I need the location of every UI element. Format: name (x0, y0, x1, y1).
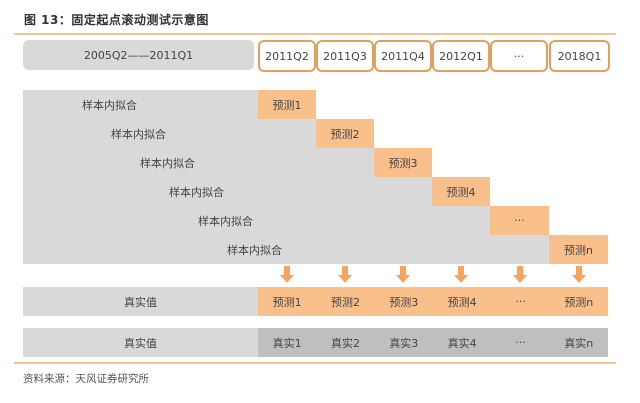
actual-value: 真实1 (272, 336, 302, 350)
quarter-box: 2011Q2 (258, 40, 316, 72)
forecast-cell: 预测n (549, 235, 608, 264)
actual-value: ··· (515, 336, 526, 349)
forecast-row: 真实值 预测1 预测2 预测3 预测4 ··· 预测n (23, 287, 608, 316)
actual-value: 真实n (564, 336, 594, 350)
fit-block (23, 148, 374, 177)
row-label: 真实值 (23, 287, 258, 316)
quarter-box: 2011Q4 (374, 40, 432, 72)
actual-value: 真实2 (330, 336, 360, 350)
forecast-cell: ··· (490, 206, 549, 235)
quarter-box: 2018Q1 (549, 40, 610, 72)
down-arrow-icon (454, 266, 468, 283)
bottom-divider (14, 362, 616, 364)
figure-title: 图 13：固定起点滚动测试示意图 (24, 13, 209, 27)
row-label: 真实值 (23, 328, 258, 357)
fit-block (23, 119, 316, 148)
fit-label: 样本内拟合 (140, 157, 195, 170)
forecast-cell: 预测2 (316, 119, 374, 148)
quarter-box: 2012Q1 (432, 40, 490, 72)
forecast-cell: 预测3 (374, 148, 432, 177)
down-arrow-icon (572, 266, 586, 283)
forecast-cell: 预测4 (432, 177, 490, 206)
actual-value: 真实4 (447, 336, 477, 350)
quarter-box: ··· (490, 40, 548, 72)
quarter-box: 2011Q3 (316, 40, 374, 72)
forecast-value: ··· (515, 295, 526, 308)
fit-block (23, 90, 258, 119)
actual-row: 真实值 真实1 真实2 真实3 真实4 ··· 真实n (23, 328, 608, 357)
forecast-value: 预测1 (272, 295, 302, 309)
fit-label: 样本内拟合 (82, 99, 137, 112)
down-arrow-icon (280, 266, 294, 283)
actual-value: 真实3 (389, 336, 419, 350)
fit-label: 样本内拟合 (169, 186, 224, 199)
fit-block (23, 235, 549, 264)
forecast-value: 预测n (564, 295, 594, 309)
top-divider (14, 33, 616, 35)
fit-label: 样本内拟合 (111, 128, 166, 141)
forecast-value: 预测4 (447, 295, 477, 309)
fit-block (23, 206, 490, 235)
down-arrow-icon (338, 266, 352, 283)
down-arrow-icon (396, 266, 410, 283)
fit-block (23, 177, 432, 206)
source-note: 资料来源：天风证券研究所 (23, 373, 149, 385)
forecast-cell: 预测1 (258, 90, 316, 119)
forecast-value: 预测3 (389, 295, 419, 309)
fit-label: 样本内拟合 (198, 215, 253, 228)
in-sample-period-box: 2005Q2——2011Q1 (23, 40, 254, 70)
forecast-value: 预测2 (330, 295, 360, 309)
down-arrow-icon (513, 266, 527, 283)
fit-label: 样本内拟合 (227, 244, 282, 257)
